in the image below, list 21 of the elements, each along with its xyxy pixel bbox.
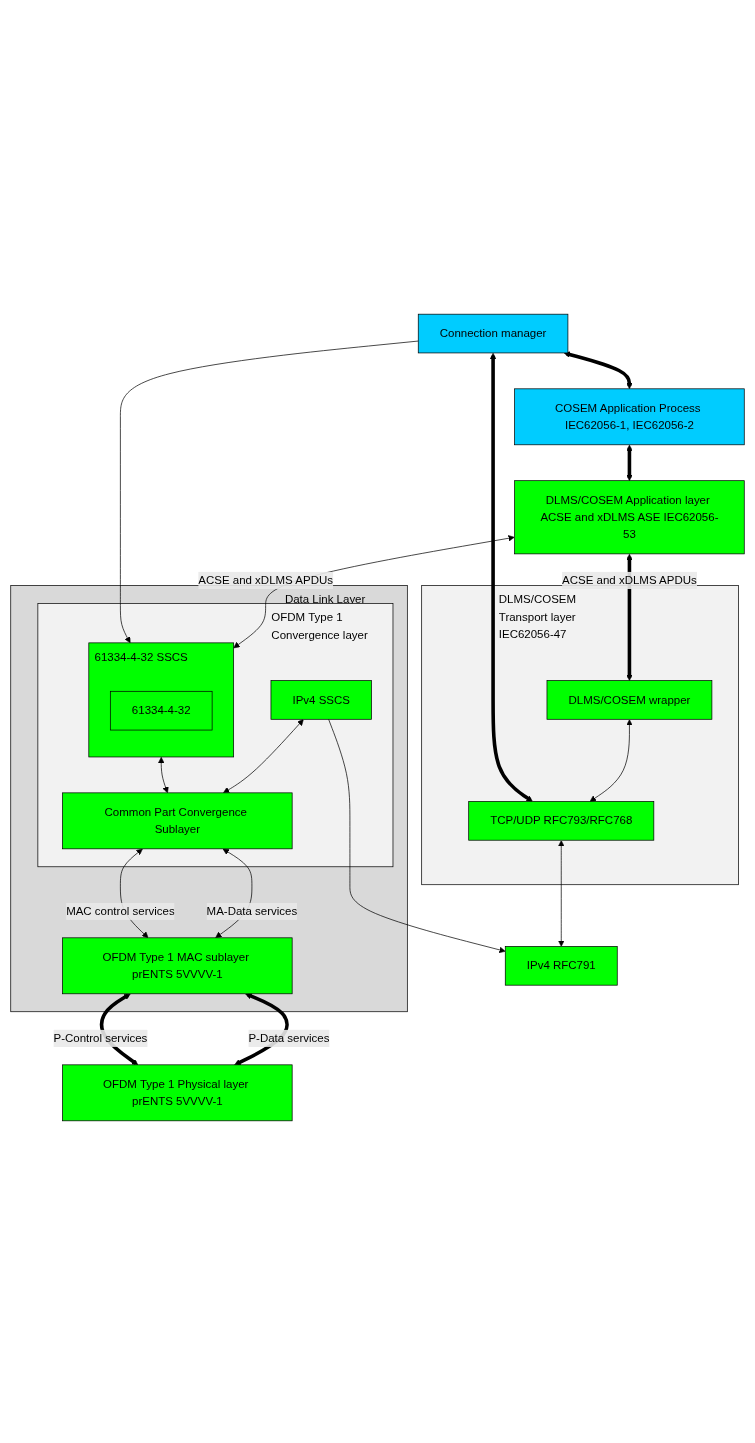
node-box: 61334-4-32 [109,690,213,731]
node-box: IPv4 SSCS [270,680,372,720]
edge-label: ACSE and xDLMS APDUs [562,573,697,587]
arrow [626,444,633,481]
edge-label: MA-Data services [206,904,298,917]
node-box: Common Part Convergence Sublayer [62,792,293,850]
node-box: DLMS/COSEM Application layer ACSE and xDLMS ASE IEC62056-53 [514,480,745,555]
node-box: TCP/UDP RFC793/RFC768 [468,801,655,841]
edge-label: P-Data services [248,1031,330,1045]
edge-label: ACSE and xDLMS APDUs [198,573,333,587]
arrow [489,352,533,802]
edge-label: P-Control services [53,1031,148,1045]
node-box: COSEM Application Process IEC62056-1, IEC62056-2 [514,388,745,446]
node-box: OFDM Type 1 MAC sublayer prENTS 5VVVV-1 [62,937,293,995]
node-box: Connection manager [417,313,569,354]
node-box: OFDM Type 1 Physical layer prENTS 5VVVV-1 [62,1064,293,1122]
arrow [626,553,633,681]
node-box: IPv4 RFC791 [504,946,618,986]
arrow [563,351,633,390]
node-box: DLMS/COSEM wrapper [546,680,713,720]
edge-label: MAC control services [66,904,175,917]
